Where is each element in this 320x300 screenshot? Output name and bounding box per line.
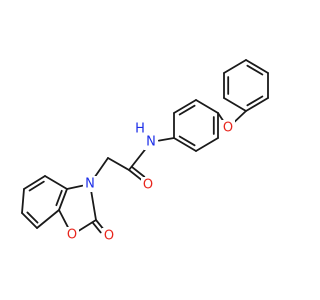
atom-n-amide: N [144, 134, 158, 150]
atom-o-carbonyl: O [102, 228, 116, 244]
molecule-structure: O N H O N O O [21, 59, 269, 244]
phenyl-ring-bond [245, 59, 269, 74]
label-halo [221, 120, 235, 136]
atom-o-ether-label: O [223, 121, 233, 136]
oxazolone-bond [58, 209, 70, 229]
n-methylene-bond [93, 157, 109, 179]
carbonyl-double-bond [130, 165, 146, 178]
label-halo [134, 121, 146, 137]
atom-o-ring-label: O [67, 228, 77, 243]
phenyl-ring-inner-bond [246, 95, 264, 107]
atom-o-amide-label: O [143, 178, 153, 193]
label-halo [141, 177, 155, 193]
ether-bond [232, 110, 247, 124]
phenylene-ring-bond [173, 99, 197, 114]
phenylene-ring-inner-bond [178, 104, 196, 116]
phenylene-ring-inner-bond [178, 135, 196, 147]
oxazolone-fused-bond [58, 188, 68, 211]
label-halo [65, 227, 79, 243]
atom-n-ring-label: N [85, 177, 95, 192]
benzo-ring-bond [21, 188, 25, 214]
benzo-ring-bond [21, 212, 38, 229]
phenyl-ring-bond [245, 97, 269, 112]
benzo-ring-inner-bond [55, 189, 63, 207]
oxazolone-bond [66, 184, 84, 190]
lactam-carbonyl-double-bond [91, 221, 102, 234]
label-halo [144, 134, 158, 150]
atom-labels-layer: O N H O N O O [65, 120, 235, 244]
atom-h-amide-label: H [135, 122, 145, 137]
atom-h-amide: H [134, 121, 146, 137]
phenylene-ring-bond [195, 99, 219, 114]
atom-o-ether: O [221, 120, 235, 136]
atom-o-ring: O [65, 227, 79, 243]
label-halo [83, 176, 97, 192]
atom-n-ring: N [83, 176, 97, 192]
carbonyl-bond [128, 169, 143, 181]
benzo-ring-bond [44, 175, 68, 190]
phenyl-ring-bond [223, 97, 247, 112]
atom-o-carbonyl-label: O [104, 229, 114, 244]
atom-n-amide-label: N [146, 135, 156, 150]
phenylene-ring-bond [195, 137, 219, 152]
benzo-ring-inner-bond [26, 211, 39, 224]
label-halo [102, 228, 116, 244]
oxazolone-bond [90, 190, 97, 221]
phenylene-ring-bond [173, 137, 197, 152]
oxazolone-bond [77, 219, 97, 232]
n-aryl-bond [157, 137, 175, 142]
benzo-ring-inner-bond [28, 180, 45, 192]
benzo-ring-bond [36, 209, 60, 229]
phenyl-ring-inner-bond [246, 64, 264, 76]
ether-bond [217, 112, 225, 123]
phenyl-ring-bond [223, 59, 247, 74]
atom-o-amide: O [141, 177, 155, 193]
methylene-bond [107, 157, 130, 171]
bonds-layer [21, 59, 269, 234]
benzo-ring-bond [23, 175, 46, 190]
